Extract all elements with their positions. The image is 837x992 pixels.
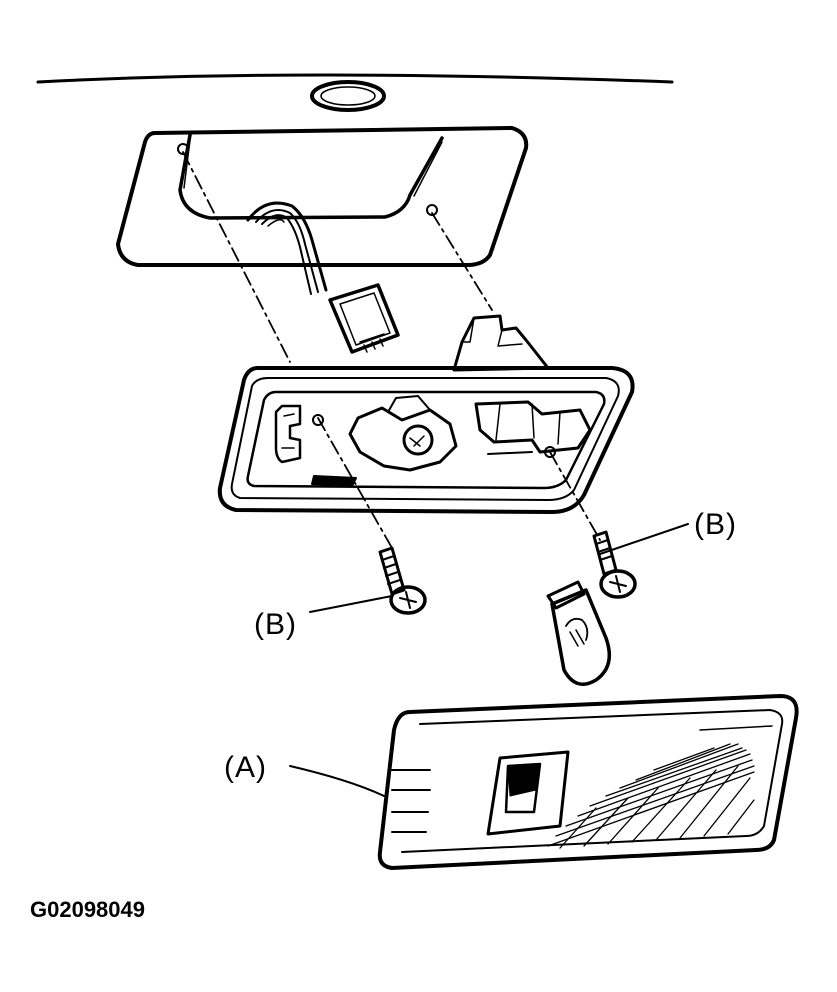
callout-a-lens: (A) — [224, 751, 267, 784]
headliner-line — [36, 73, 674, 84]
leader-lines — [289, 523, 689, 797]
headliner-bracket — [116, 126, 529, 267]
lens-texture — [547, 743, 755, 849]
wiring-harness — [246, 201, 328, 295]
housing-screw-hole-right — [544, 446, 556, 458]
housing-screw-hole-left — [312, 414, 324, 426]
screw-b-right — [592, 530, 637, 599]
bulb — [546, 580, 612, 686]
lens-cover — [377, 694, 799, 870]
roof-opening — [310, 80, 386, 112]
lamp-housing — [217, 366, 635, 514]
switch-contacts — [474, 400, 592, 455]
bulb-socket — [348, 395, 458, 472]
screw-b-left — [378, 546, 427, 615]
callout-b-lower: (B) — [254, 608, 297, 641]
callout-b-upper: (B) — [694, 508, 737, 541]
wire-connector — [328, 283, 400, 354]
housing-slot — [311, 475, 357, 487]
alignment-lines — [182, 151, 601, 549]
housing-clip-left — [274, 404, 302, 464]
figure-code: G02098049 — [30, 897, 145, 922]
switch-tower — [452, 314, 550, 372]
